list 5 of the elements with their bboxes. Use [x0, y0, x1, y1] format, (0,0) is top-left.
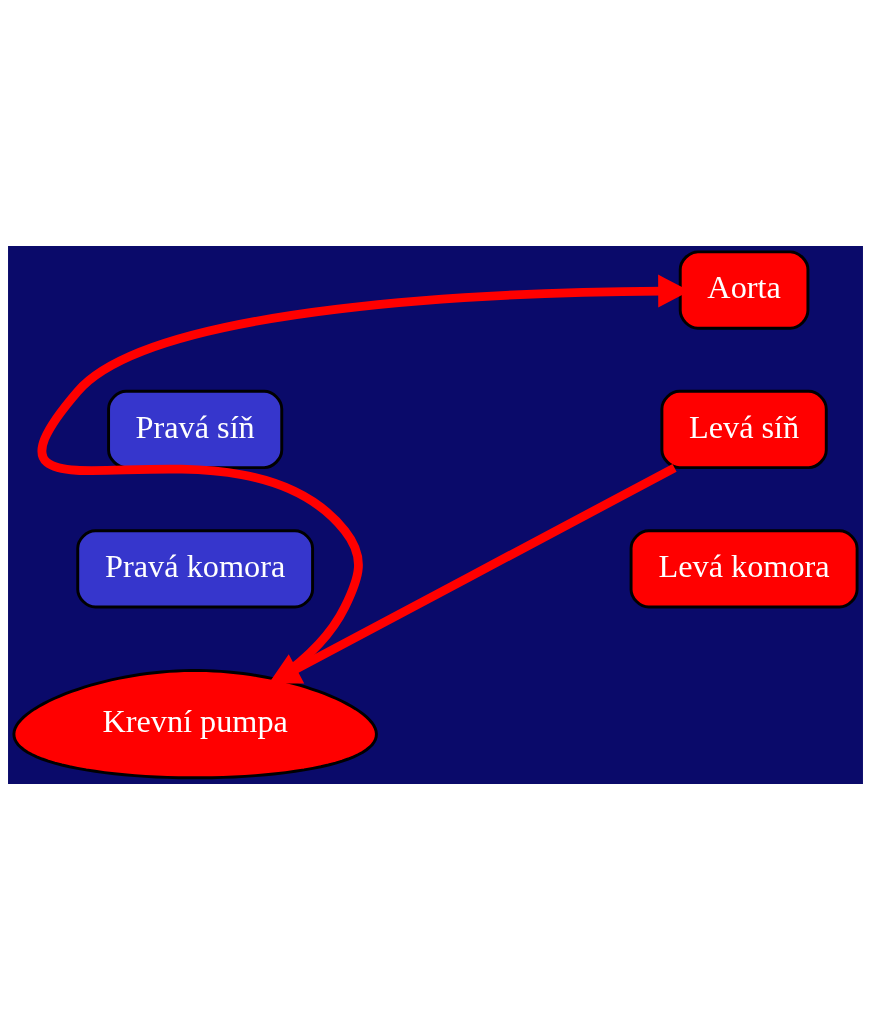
node-box: Aorta: [678, 250, 810, 330]
node-box: Levá síň: [660, 389, 828, 470]
node-box: Pravá síň: [107, 389, 284, 470]
node-box: Pravá komora: [76, 529, 315, 609]
node-box: Levá komora: [629, 529, 859, 609]
